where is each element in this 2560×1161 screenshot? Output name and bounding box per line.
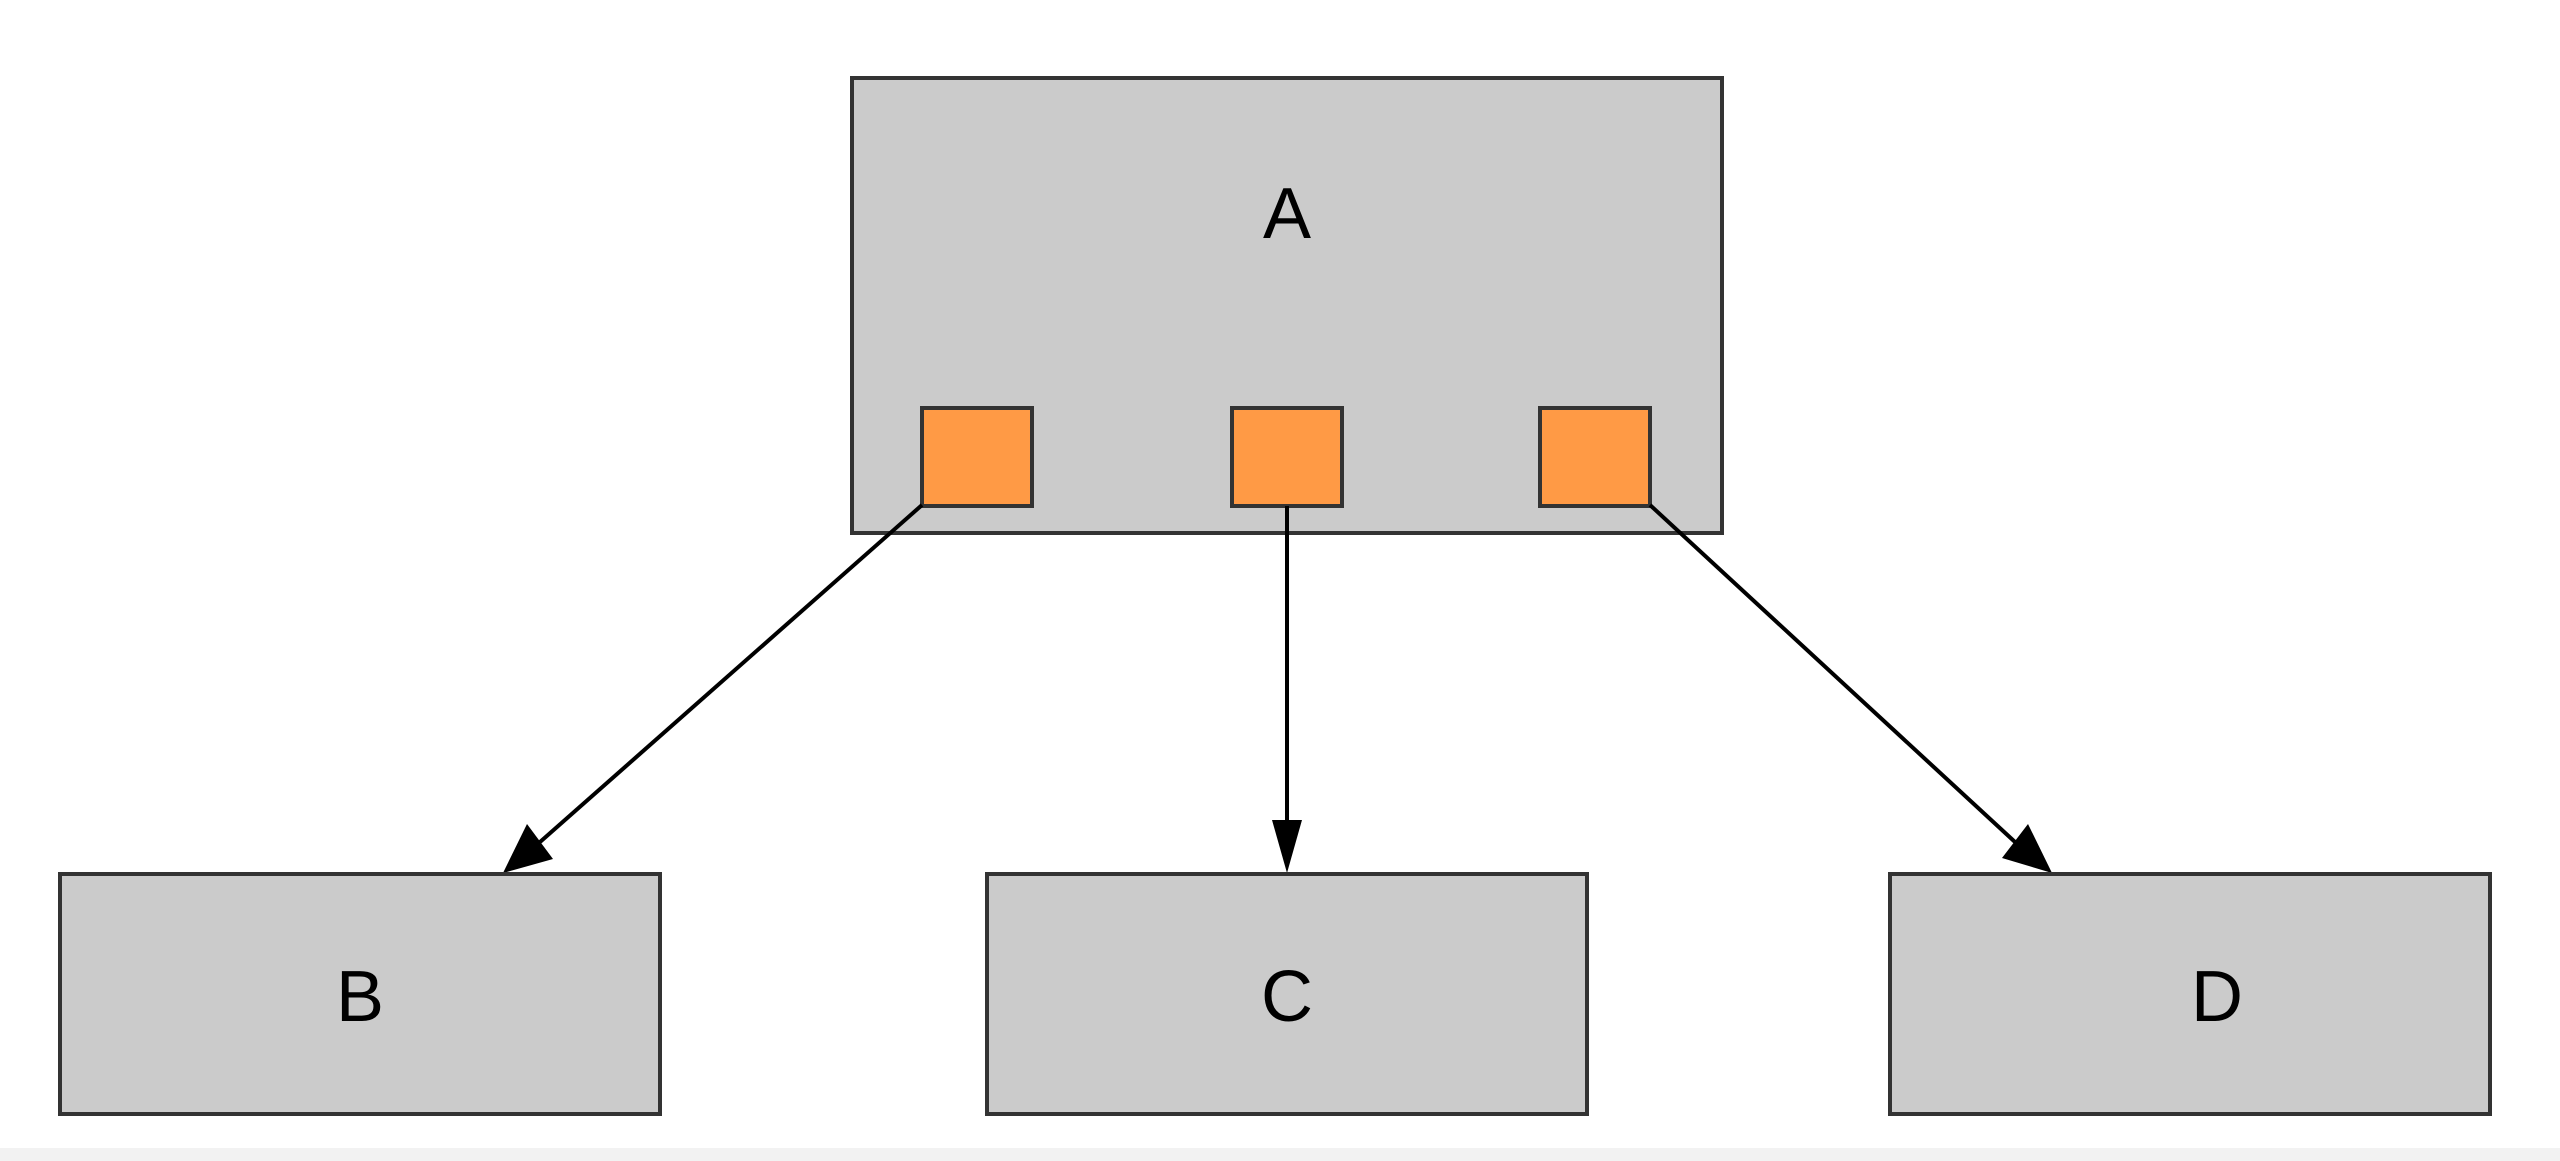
node-d-box	[1888, 872, 2492, 1116]
port-3	[1538, 406, 1652, 508]
node-a-label: A	[1263, 174, 1311, 254]
node-c: C	[985, 872, 1589, 1116]
node-d: D	[1888, 872, 2492, 1116]
node-b-box	[58, 872, 662, 1116]
edge-a-c	[1272, 506, 1302, 873]
arrow-line-a-b	[538, 503, 924, 844]
arrowhead-a-c	[1272, 820, 1302, 873]
port-1	[920, 406, 1034, 508]
arrow-line-a-d	[1648, 503, 2017, 844]
arrowhead-a-d	[2002, 824, 2052, 873]
bottom-strip	[0, 1148, 2560, 1161]
arrowhead-a-b	[503, 824, 553, 873]
node-c-label: C	[1261, 957, 1313, 1037]
edge-a-b	[503, 503, 924, 873]
node-b: B	[58, 872, 662, 1116]
node-c-box	[985, 872, 1589, 1116]
node-b-label: B	[336, 957, 384, 1037]
node-d-label: D	[2191, 957, 2243, 1037]
port-2	[1230, 406, 1344, 508]
edge-a-d	[1648, 503, 2052, 873]
